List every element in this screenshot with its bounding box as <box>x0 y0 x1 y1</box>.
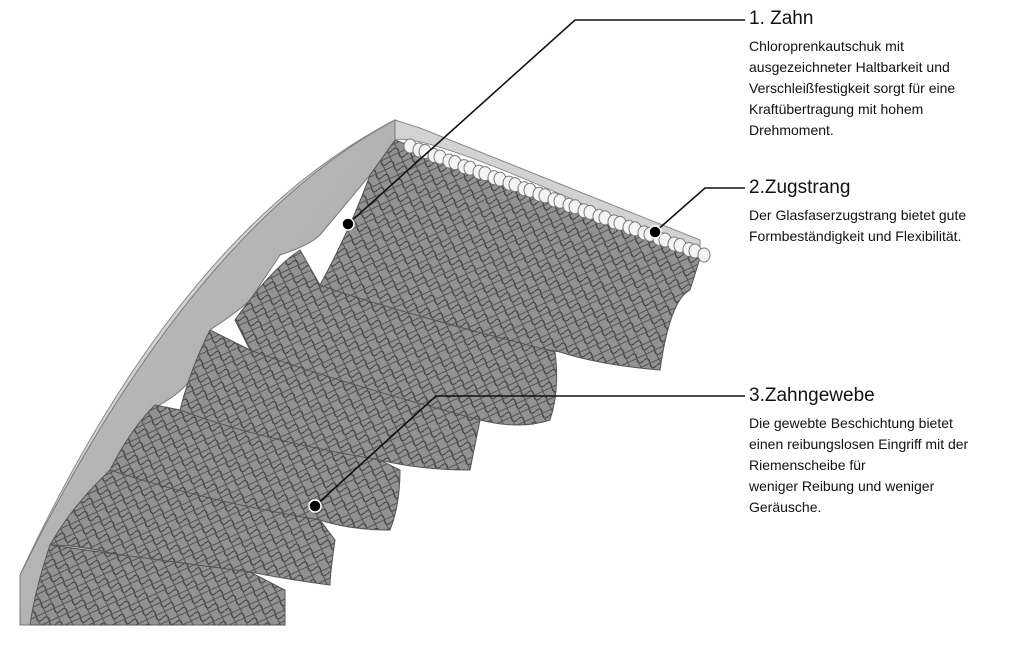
leader-line-zahngewebe <box>314 395 745 507</box>
leader-dot-zahn <box>341 217 355 231</box>
leader-line-zugstrang <box>654 187 745 233</box>
leader-lines <box>314 19 745 507</box>
callout-title: 3.Zahngewebe <box>749 385 875 406</box>
leader-line-zahn <box>347 19 745 225</box>
callout-body: Der Glasfaserzugstrang bietet gute Formb… <box>749 207 967 244</box>
leader-dots <box>308 217 662 513</box>
tension-cords <box>403 138 711 263</box>
leader-dot-zahngewebe <box>308 499 322 513</box>
callout-zahngewebe: 3.Zahngewebe Die gewebte Beschichtung bi… <box>749 385 1019 518</box>
callout-title: 2.Zugstrang <box>749 177 851 198</box>
callout-body: Chloroprenkautschuk mit ausgezeichneter … <box>749 38 956 138</box>
callout-title: 1. Zahn <box>749 8 814 29</box>
leader-dot-zugstrang <box>648 225 662 239</box>
callout-body: Die gewebte Beschichtung bietet einen re… <box>749 415 969 515</box>
callout-zahn: 1. Zahn Chloroprenkautschuk mit ausgezei… <box>749 8 1019 141</box>
teeth-fabric <box>29 139 701 626</box>
cord-fiber <box>697 247 711 263</box>
callout-zugstrang: 2.Zugstrang Der Glasfaserzugstrang biete… <box>749 177 1019 247</box>
